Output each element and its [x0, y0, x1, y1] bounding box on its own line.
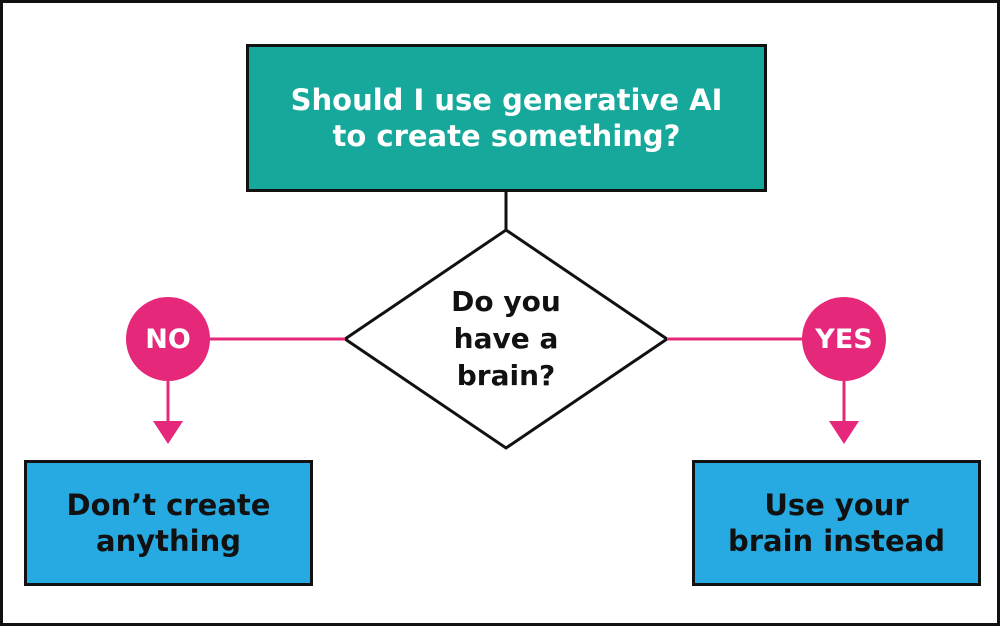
yes-result-line-1: Use your	[764, 487, 909, 522]
yes-result-box: Use your brain instead	[692, 460, 981, 586]
question-line-1: Should I use generative AI	[290, 82, 723, 117]
no-badge-label: NO	[145, 323, 191, 355]
question-box: Should I use generative AI to create som…	[246, 44, 767, 192]
decision-diamond	[342, 228, 670, 450]
yes-badge-label: YES	[815, 323, 873, 355]
question-line-2: to create something?	[332, 119, 681, 153]
question-text: Should I use generative AI to create som…	[291, 82, 723, 155]
yes-result-line-2: brain instead	[727, 524, 946, 558]
decision-line-1: Do you	[451, 285, 561, 318]
decision-text: Do you have a brain?	[406, 284, 606, 395]
no-result-text: Don’t create anything	[67, 487, 271, 560]
yes-result-text: Use your brain instead	[728, 487, 945, 560]
yes-arrow-head	[829, 421, 859, 444]
decision-line-2: have a	[453, 321, 559, 355]
decision-line-3: brain?	[456, 358, 556, 392]
no-badge: NO	[126, 297, 210, 381]
yes-badge: YES	[802, 297, 886, 381]
no-result-box: Don’t create anything	[24, 460, 313, 586]
no-result-line-2: anything	[96, 524, 241, 558]
no-result-line-1: Don’t create	[66, 487, 271, 522]
no-arrow-head	[153, 421, 183, 444]
